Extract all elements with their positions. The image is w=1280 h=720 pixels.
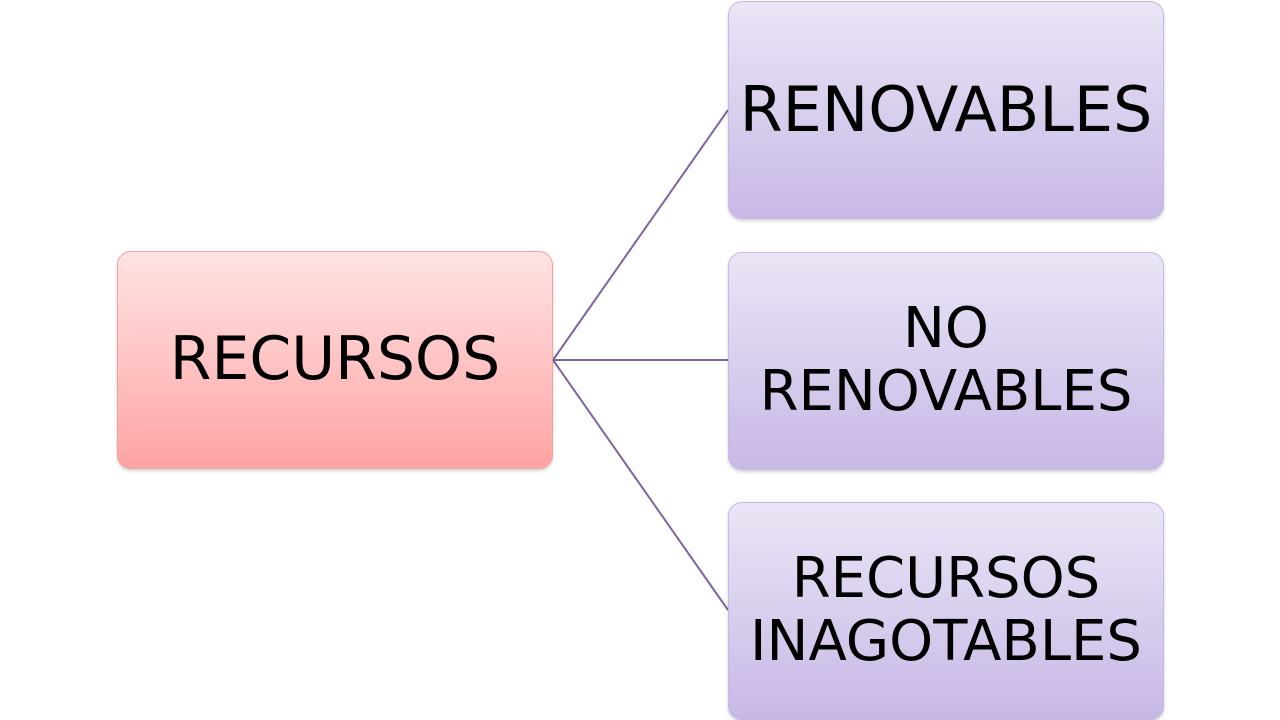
root-node-recursos: RECURSOS xyxy=(117,251,553,469)
connector-renovables xyxy=(552,109,729,361)
child-node-label: RECURSOS INAGOTABLES xyxy=(750,546,1142,674)
child-node-label: NO RENOVABLES xyxy=(759,296,1133,424)
child-node-renovables: RENOVABLES xyxy=(728,1,1164,219)
child-node-no-renovables: NO RENOVABLES xyxy=(728,252,1164,470)
root-node-label: RECURSOS xyxy=(169,324,501,395)
connector-inagotables xyxy=(552,359,729,611)
child-node-label: RENOVABLES xyxy=(739,73,1153,147)
child-node-recursos-inagotables: RECURSOS INAGOTABLES xyxy=(728,502,1164,720)
